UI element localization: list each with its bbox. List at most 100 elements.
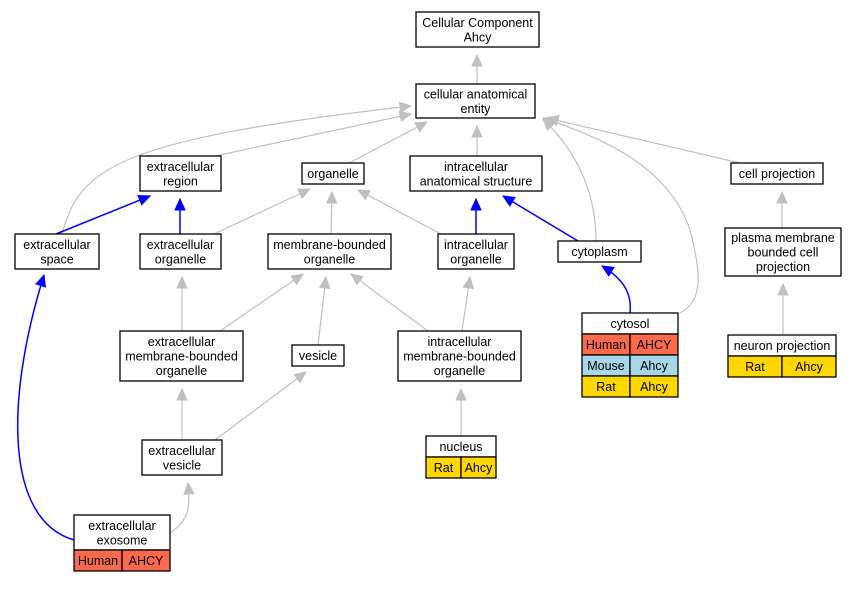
node-label-line: extracellular [147,160,214,174]
species-cell-text: Ahcy [795,360,824,374]
node-box [14,233,100,270]
node-ves[interactable]: vesicle [291,344,345,367]
node-label-line: region [163,174,198,188]
edge-np-to-pmb [777,282,789,335]
edge-ecs-to-ecr [55,194,152,235]
node-box [267,233,392,270]
species-cell-human-gene: AHCY [121,549,171,572]
edge-line [546,117,741,164]
edge-line [350,273,429,332]
edge-arrowhead [600,265,615,277]
species-cell-text: Ahcy [640,359,669,373]
edge-line [348,121,428,164]
species-cell-mouse-gene: Ahcy [629,354,679,377]
node-box [301,162,365,185]
species-cell-rat-gene: Ahcy [460,456,497,479]
species-cell-box [460,456,497,479]
edge-arrowhead [455,387,467,401]
species-cell-human-name: Human [581,333,631,356]
edge-cp-to-cae [545,114,741,164]
node-box [437,233,515,270]
edge-io-to-org [356,189,442,235]
edge-embo-to-mbo [219,273,304,332]
node-label-line: projection [756,260,810,274]
node-label-line: entity [461,102,492,116]
edge-imbo-to-io [461,275,475,332]
species-cell-rat-gene: Ahcy [629,375,679,398]
edge-arrowhead [471,124,483,138]
node-label-line: extracellular [23,238,90,252]
node-box [139,155,222,192]
edge-arrowhead [137,194,152,206]
edge-arrowhead [350,273,364,286]
node-label-line: organelle [434,364,485,378]
node-label-line: organelle [307,167,358,181]
edge-arrowhead [776,190,788,204]
edge-mbo-to-org [325,190,338,235]
edge-arrowhead [545,114,560,127]
node-box [291,344,345,367]
node-box [724,227,842,277]
species-cell-human-gene: AHCY [629,333,679,356]
edge-cae-to-root [471,53,483,84]
edge-arrowhead [356,189,371,201]
node-cp[interactable]: cell projection [730,162,824,185]
node-org[interactable]: organelle [301,162,365,185]
node-label-line: cellular anatomical [424,87,528,101]
edge-line [542,117,699,314]
node-label-line: extracellular [147,238,214,252]
edge-exo-to-ecv [169,481,195,534]
edge-line [213,188,311,235]
edge-line [219,273,304,332]
edge-line [502,195,579,242]
edge-ecv-to-ves [214,371,307,441]
edge-ecs-to-cae [61,101,413,235]
node-box [119,330,244,382]
species-cell-box [121,549,171,572]
node-label-line: organelle [155,252,206,266]
edge-pmb-to-cp [776,190,788,228]
node-label-line: exosome [97,533,148,547]
edge-nuc-to-imbo [455,387,467,436]
node-label-line: organelle [450,252,501,266]
species-cell-text: Ahcy [465,461,494,475]
node-label-line: bounded cell [748,246,819,260]
edge-io-to-ias [470,197,482,234]
species-cell-text: Human [78,554,118,568]
node-label-line: membrane-bounded [273,238,386,252]
node-label-line: plasma membrane [731,231,835,245]
edge-ecv-to-embo [176,387,188,440]
species-cell-text: Rat [434,461,454,475]
edge-exo-to-ecs [16,273,75,541]
edge-arrowhead [777,282,789,296]
node-label-line: anatomical structure [420,174,533,188]
edge-arrowhead [290,273,304,286]
node-label-line: cytosol [611,317,650,331]
edges-layer [16,53,789,541]
node-label-line: vesicle [163,458,201,472]
edge-arrowhead [414,121,429,133]
species-cell-rat-gene: Ahcy [781,355,837,378]
node-label-line: membrane-bounded [403,350,516,364]
node-box [141,439,223,476]
node-label-line: Cellular Component [422,16,533,30]
edge-arrowhead [183,481,195,495]
node-cyto[interactable]: cytoplasm [557,240,642,263]
